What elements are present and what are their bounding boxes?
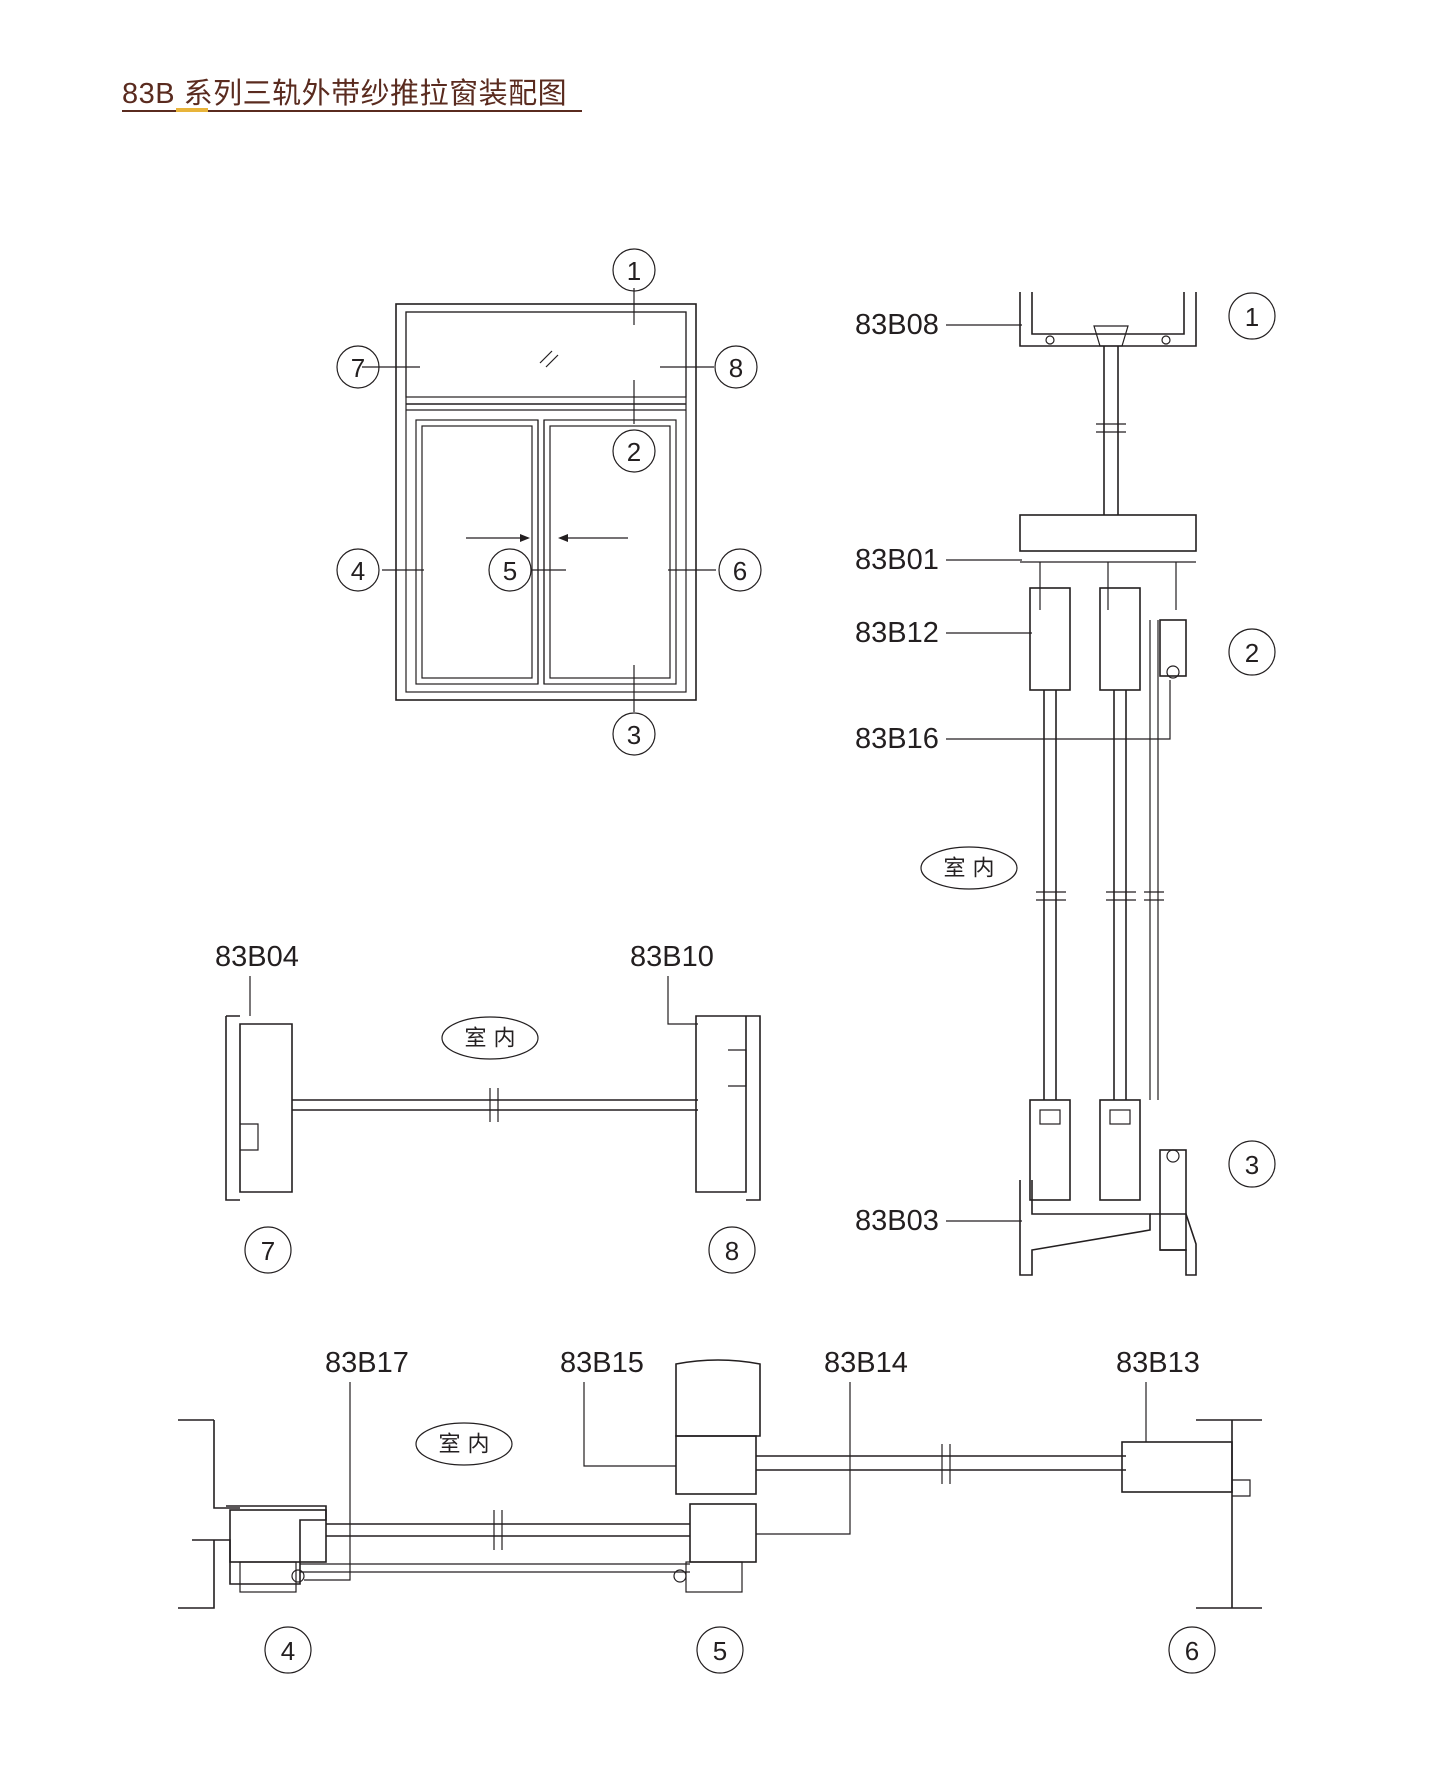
callout-4: 4: [336, 548, 380, 592]
callout-6: 6: [718, 548, 762, 592]
svg-text:室 内: 室 内: [439, 1433, 490, 1458]
label-83B17: 83B17: [325, 1347, 409, 1379]
svg-text:室 内: 室 内: [465, 1027, 516, 1052]
svg-text:6: 6: [733, 556, 747, 586]
svg-text:1: 1: [1245, 302, 1259, 332]
vertical-section: 83B08 83B01 83B12 83B16 83B03 室 内 1 2 3: [855, 292, 1276, 1276]
label-83B03: 83B03: [855, 1205, 939, 1237]
callout-8-section: 8: [708, 1226, 756, 1274]
svg-text:5: 5: [713, 1636, 727, 1666]
jamb-section: 83B04 83B10 室 内 7 8: [215, 941, 761, 1274]
profile-83B12-left: [1029, 587, 1071, 691]
callout-3: 3: [612, 712, 656, 756]
callout-5: 5: [488, 548, 532, 592]
right-sash: [543, 419, 677, 685]
label-83B12: 83B12: [855, 617, 939, 649]
label-83B10: 83B10: [630, 941, 714, 973]
svg-text:4: 4: [281, 1636, 295, 1666]
inner-frame: [405, 311, 687, 693]
svg-text:8: 8: [729, 353, 743, 383]
svg-text:3: 3: [1245, 1150, 1259, 1180]
profile-83B13: [1121, 1441, 1233, 1493]
svg-text:7: 7: [351, 353, 365, 383]
callout-7-section: 7: [244, 1226, 292, 1274]
transom-panel: [405, 311, 687, 398]
profile-83B15: [675, 1435, 757, 1495]
svg-text:2: 2: [1245, 638, 1259, 668]
label-83B08: 83B08: [855, 309, 939, 341]
page-title: 83B 系列三轨外带纱推拉窗装配图: [122, 78, 568, 110]
outer-frame: [395, 303, 697, 701]
title-underline: [122, 110, 582, 112]
callout-4-section: 4: [264, 1626, 312, 1674]
horizontal-section: 83B17 83B15 83B14 83B13 室 内 4 5 6: [178, 1347, 1262, 1674]
callout-6-section: 6: [1168, 1626, 1216, 1674]
indoor-badge-horizontal: 室 内: [415, 1422, 513, 1466]
svg-text:6: 6: [1185, 1636, 1199, 1666]
svg-text:1: 1: [627, 256, 641, 286]
callout-2: 2: [612, 429, 656, 473]
svg-text:室 内: 室 内: [944, 857, 995, 882]
label-83B15: 83B15: [560, 1347, 644, 1379]
svg-text:2: 2: [627, 437, 641, 467]
indoor-badge-jamb: 室 内: [441, 1016, 539, 1060]
callout-7: 7: [336, 345, 380, 389]
callout-1-section: 1: [1228, 292, 1276, 340]
callout-3-section: 3: [1228, 1140, 1276, 1188]
callout-2-section: 2: [1228, 628, 1276, 676]
callout-8: 8: [714, 345, 758, 389]
svg-text:4: 4: [351, 556, 365, 586]
profile-83B14: [689, 1503, 757, 1563]
label-83B01: 83B01: [855, 544, 939, 576]
profile-83B12-right: [1099, 587, 1141, 691]
window-elevation: 1 7 8 2 4 5 6 3: [336, 248, 762, 756]
label-83B16: 83B16: [855, 723, 939, 755]
profile-83B01: [1019, 514, 1197, 552]
svg-text:7: 7: [261, 1236, 275, 1266]
profile-83B04: [225, 1015, 293, 1201]
glass-mark: [539, 350, 553, 364]
profile-83B10: [695, 1015, 761, 1201]
profile-83B03: [1019, 1180, 1151, 1276]
callout-5-section: 5: [696, 1626, 744, 1674]
svg-text:3: 3: [627, 720, 641, 750]
indoor-badge-vertical: 室 内: [920, 846, 1018, 890]
label-83B04: 83B04: [215, 941, 299, 973]
label-83B14: 83B14: [824, 1347, 908, 1379]
label-83B13: 83B13: [1116, 1347, 1200, 1379]
callout-1: 1: [612, 248, 656, 292]
title-accent-mark: [176, 108, 208, 112]
svg-text:5: 5: [503, 556, 517, 586]
profile-83B16: [1159, 619, 1187, 677]
svg-text:8: 8: [725, 1236, 739, 1266]
